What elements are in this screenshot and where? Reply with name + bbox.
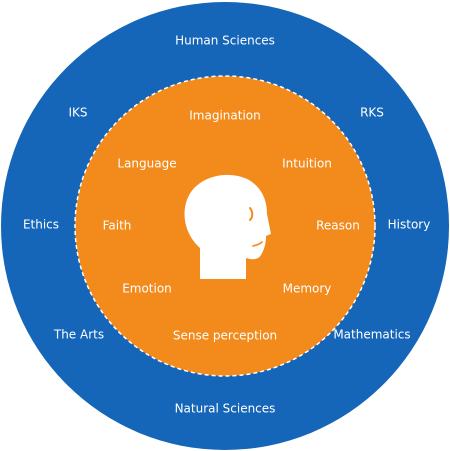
- aok-label-ethics: Ethics: [23, 218, 59, 232]
- aok-label-the-arts: The Arts: [53, 328, 104, 342]
- aok-label-natural-sciences: Natural Sciences: [175, 402, 276, 416]
- wok-label-sense-perception: Sense perception: [173, 329, 277, 343]
- aok-label-history: History: [388, 218, 431, 232]
- wok-label-language: Language: [117, 157, 176, 171]
- wok-label-imagination: Imagination: [189, 109, 260, 123]
- aok-label-rks: RKS: [360, 106, 384, 120]
- aok-label-iks: IKS: [68, 106, 87, 120]
- head-profile-icon: [184, 174, 271, 279]
- aok-label-mathematics: Mathematics: [333, 328, 410, 342]
- wok-label-reason: Reason: [316, 219, 360, 233]
- aok-label-human-sciences: Human Sciences: [175, 34, 275, 48]
- wok-label-faith: Faith: [103, 219, 132, 233]
- wok-label-intuition: Intuition: [282, 157, 332, 171]
- wok-label-memory: Memory: [283, 282, 332, 296]
- wok-label-emotion: Emotion: [122, 282, 172, 296]
